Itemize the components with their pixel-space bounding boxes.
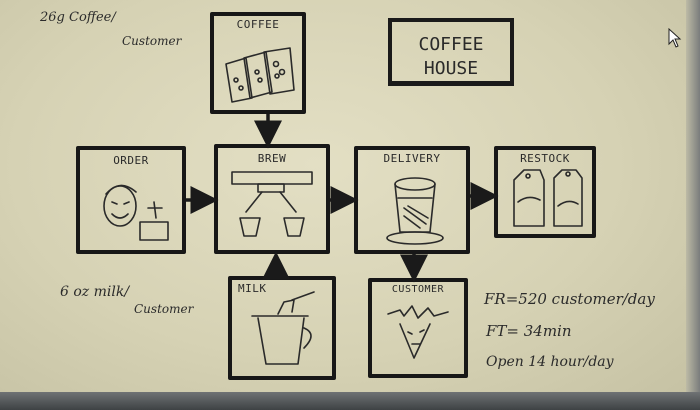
face-icon [103,184,169,241]
milk-box-label: MILK [238,282,267,295]
customer-face-icon [387,305,449,359]
title-line-1: COFFEE [418,34,484,55]
title-box: COFFEE HOUSE [388,18,514,86]
flow-rate-note: FR=520 customer/day [484,290,655,308]
monitor-bezel-right [686,0,700,410]
restock-box-label: RESTOCK [520,152,570,165]
flow-time-note: FT= 34min [486,322,572,340]
milk-per-customer-note: 6 oz milk/ [60,284,130,300]
order-box: ORDER [76,146,186,254]
title-line-2: HOUSE [423,58,479,79]
delivery-box-label: DELIVERY [383,152,441,165]
mouse-cursor-icon [668,28,682,48]
milk-per-customer-note-2: Customer [134,302,194,316]
coffee-per-customer-note-2: Customer [122,34,182,48]
coffee-cup-icon [386,177,444,245]
milk-carton-icon [513,169,583,227]
brew-box-label: BREW [257,152,287,165]
open-hours-note: Open 14 hour/day [486,354,614,370]
espresso-machine-icon [231,171,313,237]
coffee-box-label: COFFEE [236,18,280,31]
coffee-bags-icon [225,47,295,103]
milk-pitcher-icon [251,291,315,365]
monitor-bezel-bottom [0,392,700,410]
customer-box-label: CUSTOMER [391,284,445,295]
order-box-label: ORDER [113,154,149,167]
coffee-per-customer-note: 26g Coffee/ [40,10,116,25]
coffee-box: COFFEE [210,12,306,114]
